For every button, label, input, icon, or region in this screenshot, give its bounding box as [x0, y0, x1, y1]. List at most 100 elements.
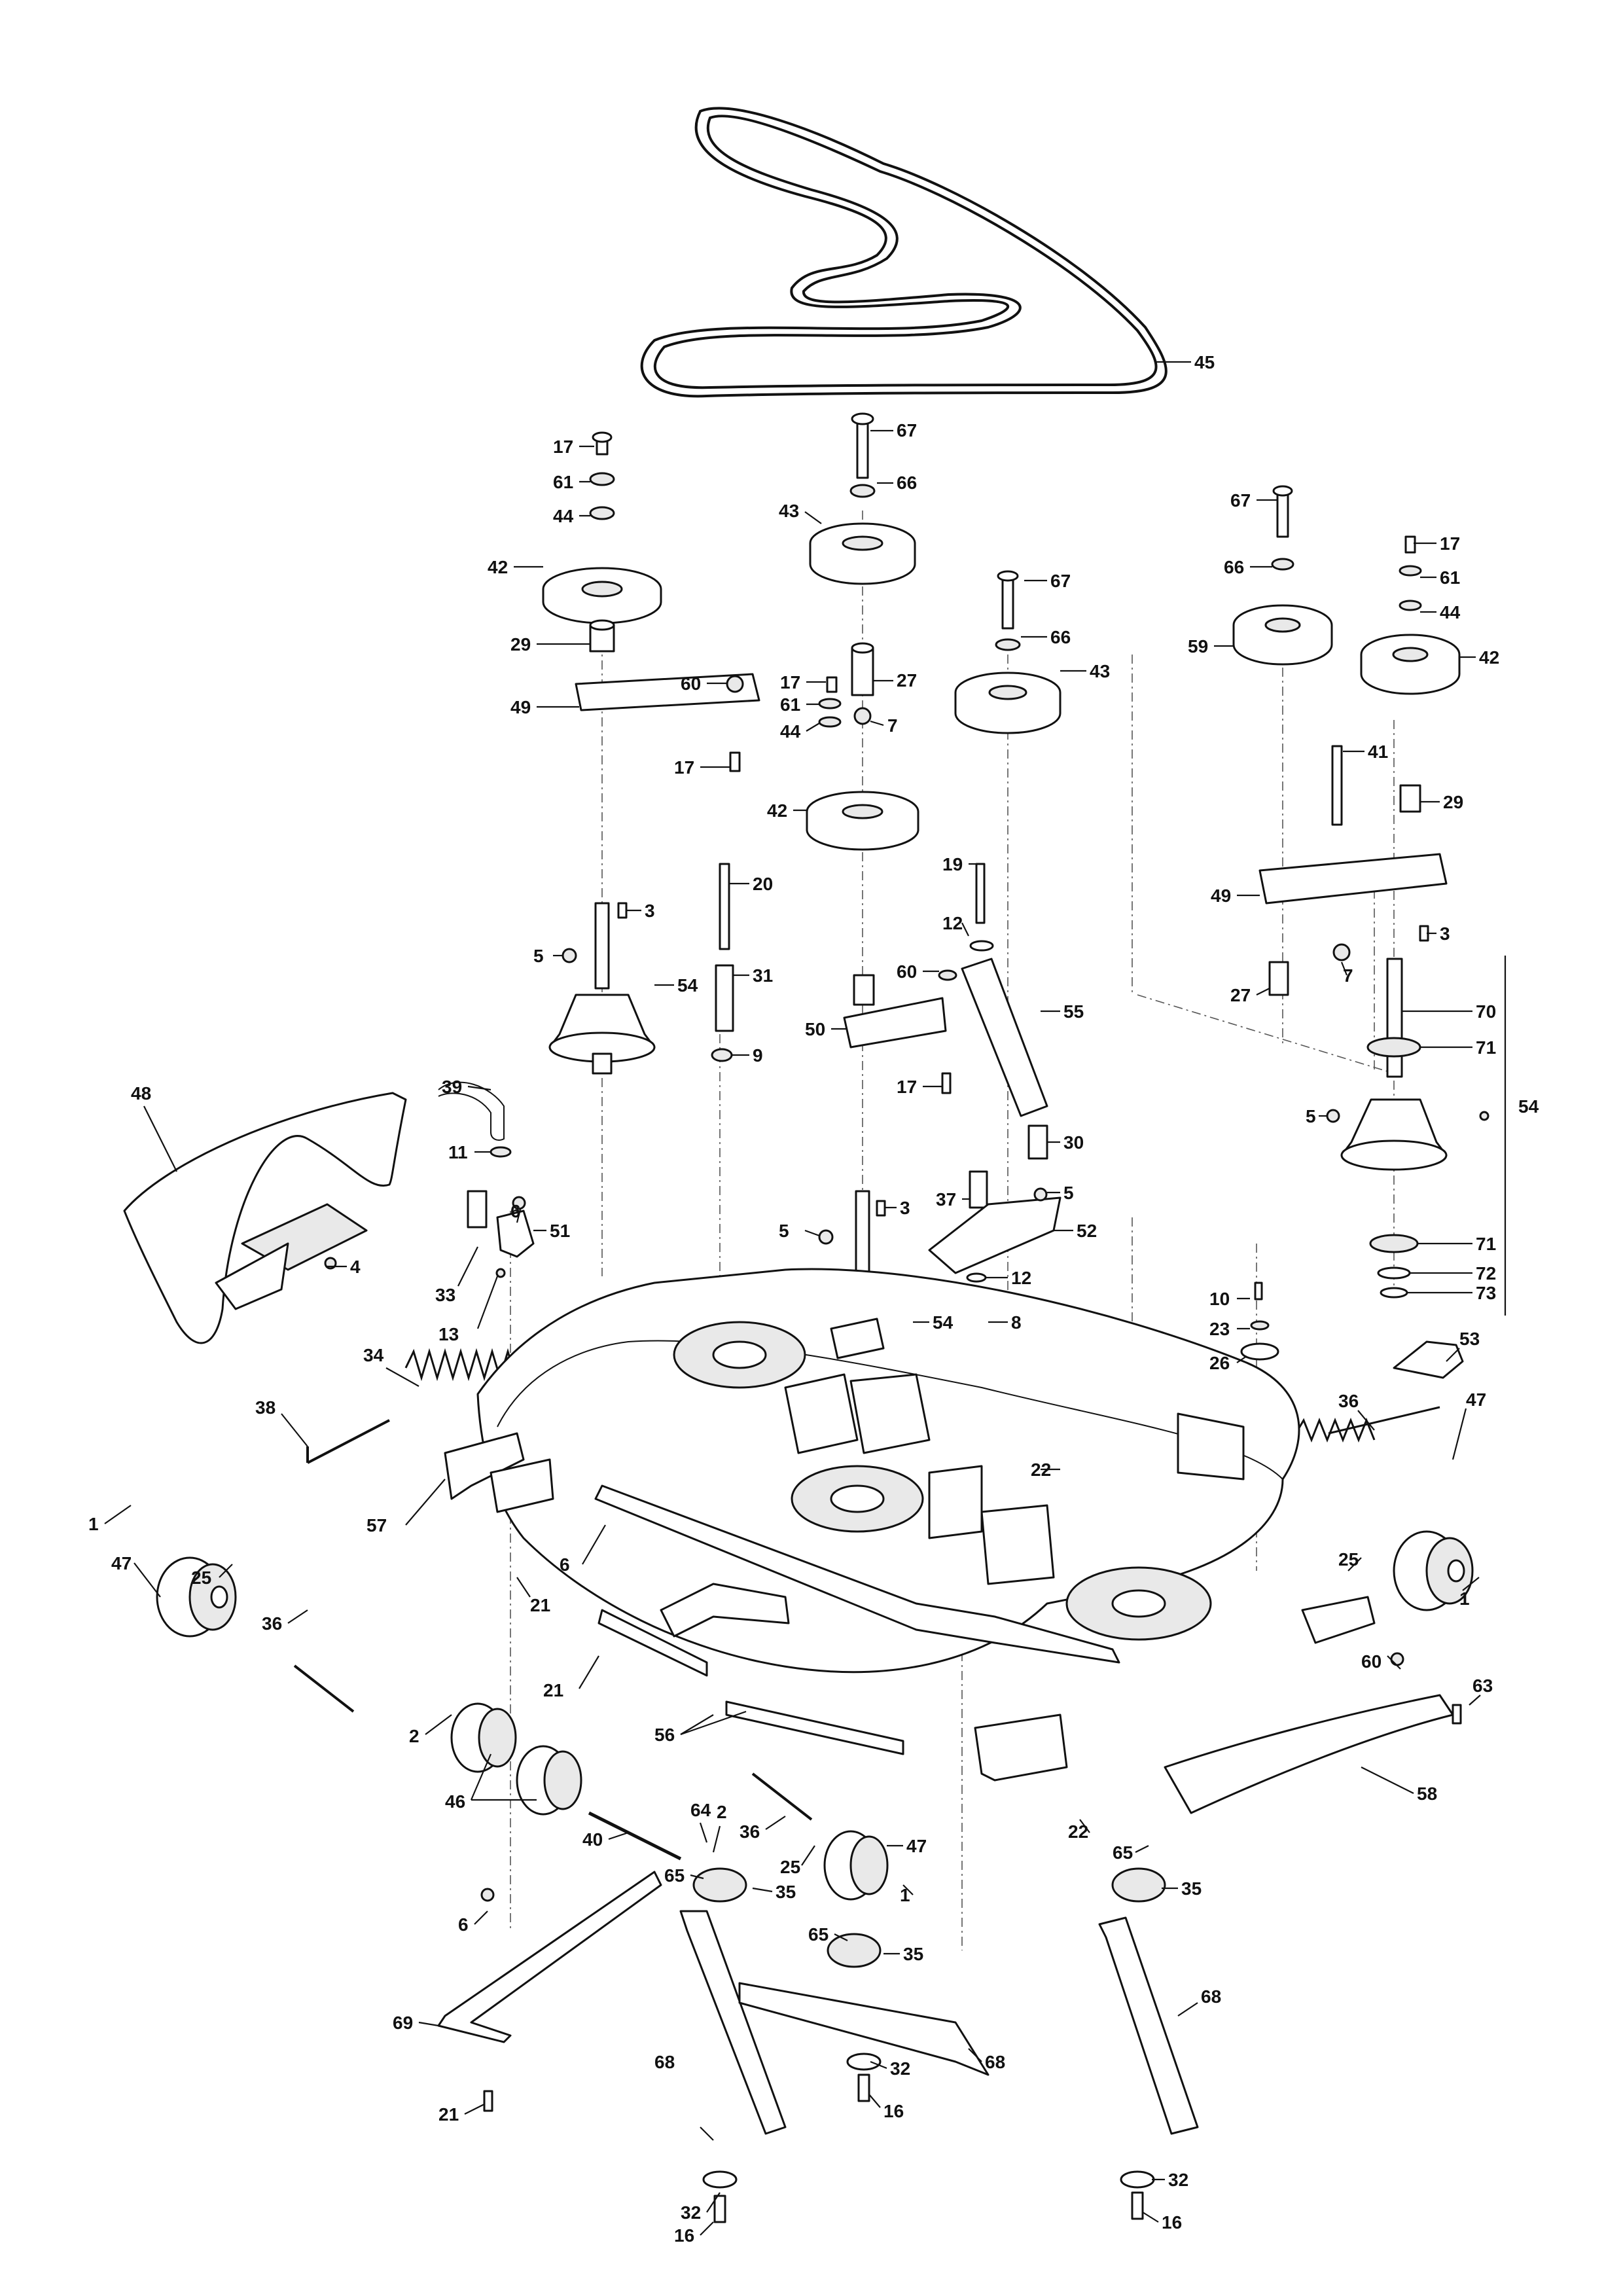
springs-and-rods — [306, 1340, 1464, 1464]
right-center-pulley — [954, 570, 1061, 734]
callout-17: 17 — [674, 757, 694, 778]
callout-49: 49 — [1211, 886, 1231, 906]
callout-58: 58 — [1417, 1784, 1437, 1804]
callout-70: 70 — [1476, 1001, 1496, 1022]
wheels-left-pair — [450, 1702, 682, 1861]
callout-11: 11 — [448, 1142, 468, 1162]
callout-12: 12 — [942, 913, 963, 933]
callout-5: 5 — [1063, 1183, 1074, 1203]
callout-25: 25 — [191, 1568, 211, 1588]
leader-lines — [104, 361, 1481, 2236]
callout-68: 68 — [654, 2052, 675, 2072]
callout-72: 72 — [1476, 1263, 1496, 1283]
callout-56: 56 — [654, 1725, 675, 1745]
callout-7: 7 — [1343, 965, 1353, 986]
grass-deflector — [123, 1092, 407, 1344]
callout-10: 10 — [1209, 1289, 1230, 1309]
callout-35: 35 — [1181, 1878, 1202, 1899]
callout-numbers: 45 67 66 43 27 17 61 44 7 42 17 61 44 42… — [88, 352, 1539, 2246]
callout-48: 48 — [131, 1083, 151, 1103]
callout-16: 16 — [883, 2101, 904, 2121]
callout-66: 66 — [1050, 627, 1071, 647]
callout-61: 61 — [780, 694, 800, 715]
callout-63: 63 — [1472, 1676, 1493, 1696]
callout-2: 2 — [409, 1726, 419, 1746]
callout-49: 49 — [510, 697, 531, 717]
callout-8: 8 — [1011, 1312, 1022, 1333]
callout-42: 42 — [1479, 647, 1499, 668]
callout-71: 71 — [1476, 1234, 1496, 1254]
callout-47: 47 — [111, 1553, 132, 1573]
left-pulley-stack — [542, 431, 760, 772]
callout-21: 21 — [438, 2104, 459, 2125]
callout-5: 5 — [779, 1221, 789, 1241]
callout-54: 54 — [933, 1312, 954, 1333]
callout-60: 60 — [681, 673, 701, 694]
callout-68: 68 — [1201, 1986, 1221, 2007]
callout-45: 45 — [1194, 352, 1215, 372]
callout-31: 31 — [753, 965, 773, 986]
callout-42: 42 — [767, 800, 787, 821]
callout-60: 60 — [897, 961, 917, 982]
callout-4: 4 — [350, 1257, 361, 1277]
callout-37: 37 — [936, 1189, 956, 1210]
callout-32: 32 — [1168, 2170, 1188, 2190]
callout-19: 19 — [942, 854, 963, 874]
callout-22: 22 — [1068, 1821, 1088, 1842]
callout-33: 33 — [435, 1285, 455, 1305]
callout-5: 5 — [1306, 1106, 1316, 1126]
callout-68: 68 — [985, 2052, 1005, 2072]
callout-66: 66 — [1224, 557, 1244, 577]
callout-17: 17 — [780, 672, 800, 692]
callout-57: 57 — [366, 1515, 387, 1535]
callout-61: 61 — [553, 472, 573, 492]
callout-3: 3 — [645, 901, 655, 921]
callout-66: 66 — [897, 473, 917, 493]
blades-and-hubs — [437, 1867, 1199, 2223]
wheel-right-upper — [1393, 1530, 1474, 1611]
callout-13: 13 — [438, 1324, 459, 1344]
callout-17: 17 — [1440, 533, 1460, 554]
gauge-wheels — [156, 1530, 1474, 1901]
callout-46: 46 — [445, 1791, 465, 1812]
callout-43: 43 — [779, 501, 799, 521]
wheel-left-upper — [156, 1556, 355, 1713]
callout-21: 21 — [543, 1680, 563, 1700]
callout-38: 38 — [255, 1397, 276, 1418]
callout-6: 6 — [458, 1914, 469, 1935]
callout-36: 36 — [740, 1821, 760, 1842]
callout-64: 64 — [690, 1800, 711, 1820]
callout-65: 65 — [808, 1924, 829, 1945]
center-pulley-stack — [806, 412, 919, 851]
center-lines — [510, 511, 1395, 1950]
callout-5: 5 — [533, 946, 544, 966]
callout-1: 1 — [900, 1885, 910, 1905]
callout-16: 16 — [674, 2225, 694, 2246]
spindle-right — [1326, 958, 1489, 1299]
callout-47: 47 — [906, 1836, 927, 1856]
callout-23: 23 — [1209, 1319, 1230, 1339]
callout-7: 7 — [887, 715, 898, 736]
callout-20: 20 — [753, 874, 773, 894]
callout-3: 3 — [1440, 924, 1450, 944]
callout-54: 54 — [1518, 1096, 1539, 1117]
callout-71: 71 — [1476, 1037, 1496, 1058]
callout-61: 61 — [1440, 567, 1460, 588]
callout-6: 6 — [510, 1201, 521, 1221]
callout-35: 35 — [776, 1882, 796, 1902]
callout-67: 67 — [1230, 490, 1251, 511]
callout-65: 65 — [664, 1865, 685, 1886]
callout-44: 44 — [1440, 602, 1461, 622]
callout-26: 26 — [1209, 1353, 1230, 1373]
callout-17: 17 — [553, 437, 573, 457]
mower-deck-shell — [476, 1268, 1300, 1674]
callout-36: 36 — [1338, 1391, 1359, 1411]
callout-30: 30 — [1063, 1132, 1084, 1153]
callout-32: 32 — [890, 2058, 910, 2079]
callout-54: 54 — [677, 975, 698, 996]
callout-1: 1 — [1459, 1588, 1470, 1609]
callout-9: 9 — [753, 1045, 763, 1066]
callout-73: 73 — [1476, 1283, 1496, 1303]
callout-16: 16 — [1162, 2212, 1182, 2233]
